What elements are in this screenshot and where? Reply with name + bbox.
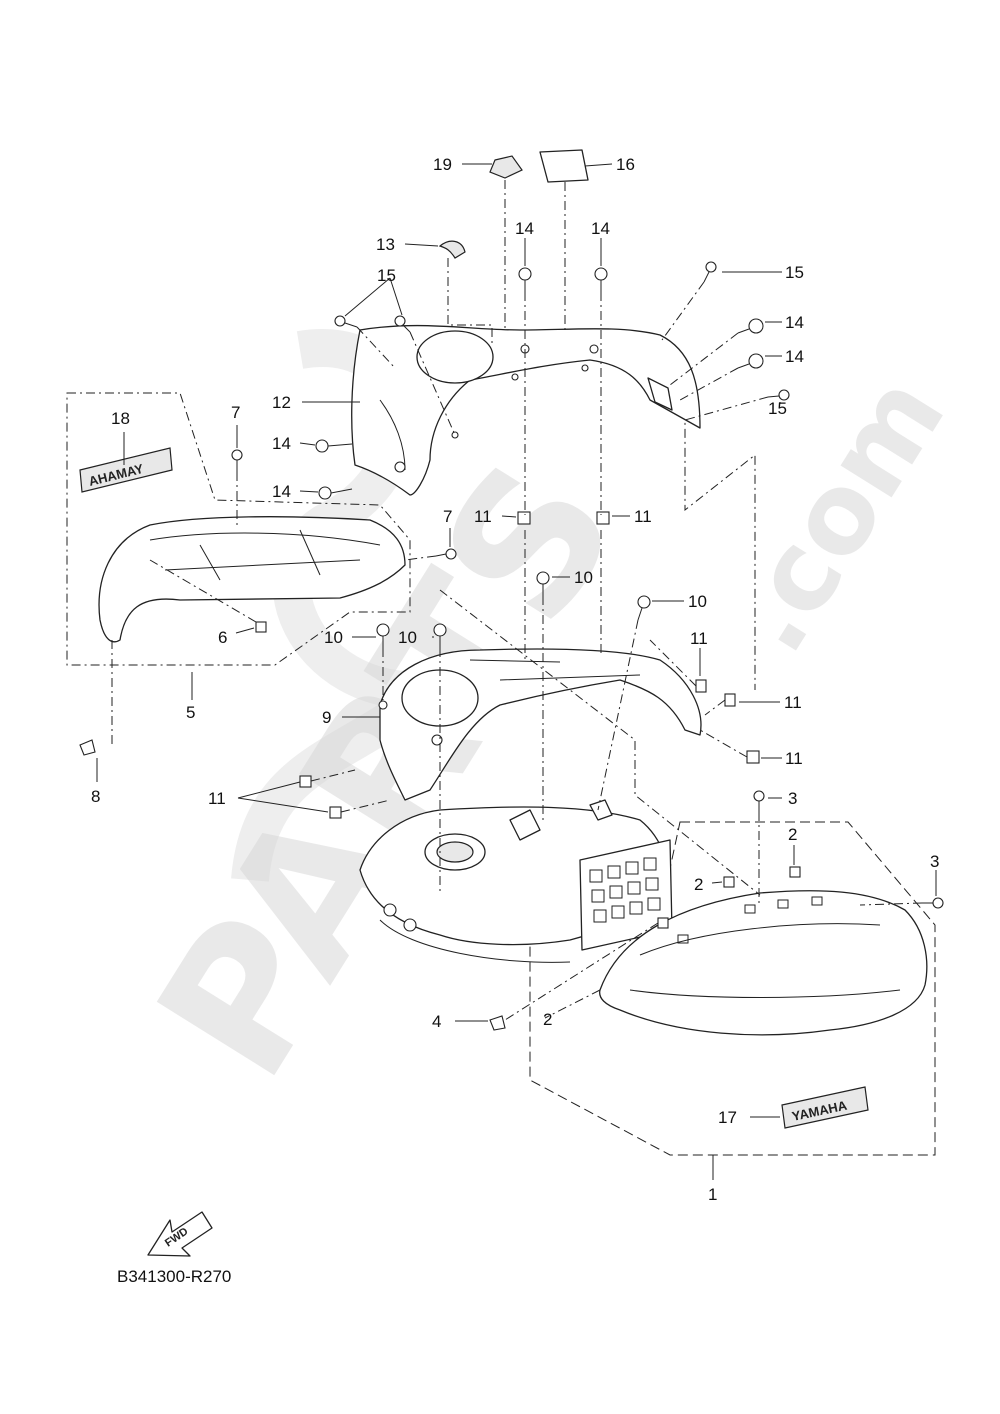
callout-6: 6: [218, 628, 227, 647]
part-16-pad: [539, 149, 589, 183]
callout-14d: 14: [785, 347, 804, 366]
callout-11e: 11: [785, 749, 803, 768]
part-12-upper-cover: [351, 324, 701, 496]
callout-11d: 11: [784, 693, 802, 712]
screw-15b: [394, 315, 411, 333]
screw-15c: [703, 261, 717, 283]
callout-17: 17: [718, 1108, 737, 1127]
callout-labels: 19 16 13 14 14 15 15 14 14 15 12 18 7 14…: [91, 155, 939, 1204]
bolt-14d: [737, 353, 764, 369]
screw-10a: [536, 571, 550, 596]
callout-15c: 15: [768, 399, 787, 418]
clip-11e: [746, 750, 760, 764]
rivet-4: [489, 1015, 506, 1031]
screw-3b: [922, 897, 944, 909]
callout-16: 16: [616, 155, 635, 174]
callout-12: 12: [272, 393, 291, 412]
callout-13: 13: [376, 235, 395, 254]
callout-9: 9: [322, 708, 331, 727]
callout-7b: 7: [443, 507, 452, 526]
clip-11a: [517, 511, 531, 525]
clip-6: [255, 621, 267, 633]
part-5-left-side-cover: [98, 516, 406, 643]
callout-18: 18: [111, 409, 130, 428]
part-13-grommet: [438, 240, 466, 259]
callout-2a: 2: [788, 825, 797, 844]
assembly-lines: [111, 180, 923, 1021]
watermark-suffix: .com: [703, 354, 969, 674]
screw-7a: [231, 449, 243, 472]
bolt-14b: [594, 267, 608, 292]
screw-7b: [435, 548, 457, 560]
callout-1: 1: [708, 1185, 717, 1204]
callout-11c: 11: [690, 629, 708, 648]
callout-5: 5: [186, 703, 195, 722]
screw-15d: [767, 389, 790, 401]
part-9-center-panel: [378, 648, 702, 801]
screw-3a: [753, 790, 765, 812]
part-1-right-side-cover: [599, 890, 928, 1036]
callout-10c: 10: [324, 628, 343, 647]
screw-15a: [334, 315, 358, 328]
callout-2c: 2: [543, 1010, 552, 1029]
callout-3b: 3: [930, 852, 939, 871]
clip-2c: [657, 917, 669, 929]
clip-11b: [596, 511, 610, 525]
bolt-14e: [315, 439, 353, 453]
callout-11a: 11: [474, 507, 492, 526]
screw-10d: [433, 623, 447, 648]
callout-19: 19: [433, 155, 452, 174]
callout-14f: 14: [272, 482, 291, 501]
assembly-5-outline: [66, 392, 411, 666]
callout-10a: 10: [574, 568, 593, 587]
callout-10d: 10: [398, 628, 417, 647]
clip-2a: [723, 876, 735, 888]
clip-11g: [329, 806, 342, 819]
callout-14a: 14: [515, 219, 534, 238]
part-19-cap-plate: [489, 155, 523, 179]
callout-14e: 14: [272, 434, 291, 453]
callout-4: 4: [432, 1012, 441, 1031]
callout-2b: 2: [694, 875, 703, 894]
clip-2b: [789, 866, 801, 878]
callout-10b: 10: [688, 592, 707, 611]
callout-15b: 15: [785, 263, 804, 282]
bolt-14f: [318, 486, 353, 500]
part-17-emblem: [781, 1086, 869, 1129]
bolt-14a: [518, 267, 532, 292]
tank-vent-grid: [589, 857, 661, 923]
callout-leaders: [96, 163, 937, 1180]
forward-direction-arrow: FWD: [147, 1211, 213, 1257]
screw-10b: [637, 595, 651, 621]
callout-15a: 15: [377, 266, 396, 285]
callout-7a: 7: [231, 403, 240, 422]
fasteners: [79, 261, 944, 1031]
diagram-code: B341300-R270: [117, 1267, 231, 1286]
screw-10c: [376, 623, 390, 648]
part-18-emblem: [79, 447, 173, 493]
clip-11d: [724, 693, 736, 707]
callout-11b: 11: [634, 507, 652, 526]
callout-14b: 14: [591, 219, 610, 238]
rivet-8: [79, 739, 96, 756]
clip-11c: [695, 679, 707, 693]
callout-8: 8: [91, 787, 100, 806]
bolt-14c: [737, 318, 764, 334]
callout-11f: 11: [208, 789, 226, 808]
callout-3a: 3: [788, 789, 797, 808]
callout-14c: 14: [785, 313, 804, 332]
clip-11f: [299, 775, 312, 788]
